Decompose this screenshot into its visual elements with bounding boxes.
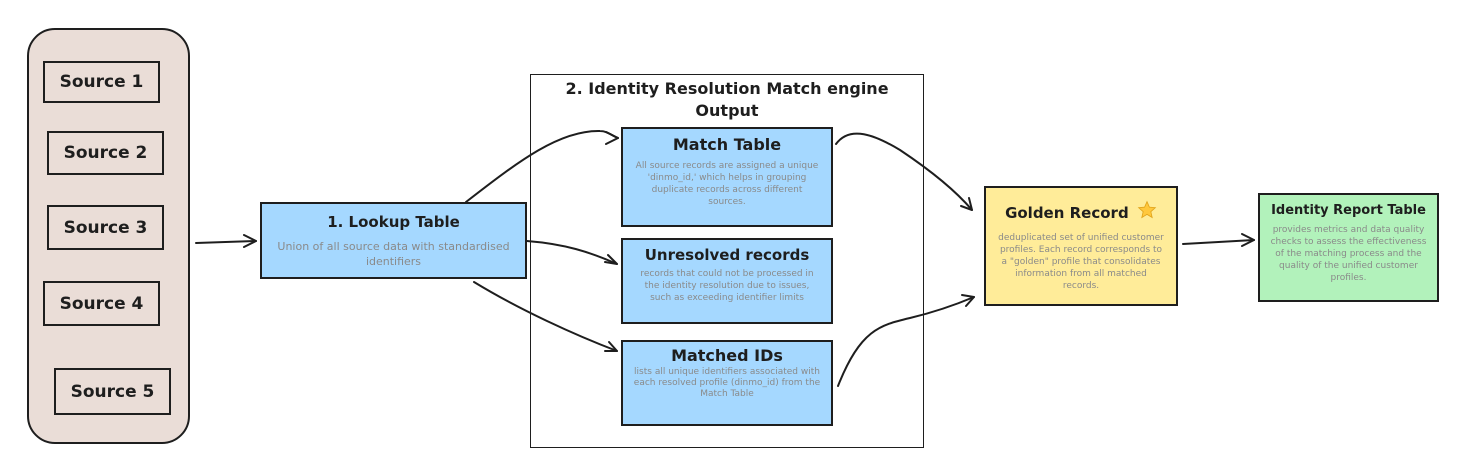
golden-record-heading: Golden Record <box>996 200 1166 224</box>
star-icon <box>1137 200 1157 224</box>
source-label-1: Source 1 <box>59 72 144 92</box>
golden-record-title: Golden Record <box>1005 204 1129 222</box>
match-engine-title: 2. Identity Resolution Match engine Outp… <box>565 79 889 120</box>
source-label-5: Source 5 <box>70 381 155 402</box>
lookup-table-node[interactable]: 1. Lookup Table Union of all source data… <box>260 202 527 279</box>
unresolved-records-node[interactable]: Unresolved records records that could no… <box>621 238 833 324</box>
arrow-golden-to-report <box>1182 239 1255 245</box>
identity-report-description: provides metrics and data quality checks… <box>1270 225 1427 283</box>
arrow-matched-ids-to-golden <box>837 296 975 387</box>
identity-report-node[interactable]: Identity Report Table provides metrics a… <box>1258 193 1439 302</box>
source-box-2[interactable]: Source 2 <box>47 131 164 175</box>
unresolved-records-description: records that could not be processed in t… <box>640 269 814 303</box>
source-box-1[interactable]: Source 1 <box>43 61 160 103</box>
golden-record-node[interactable]: Golden Record deduplicated set of unifie… <box>984 186 1178 306</box>
arrow-lookup-to-matched-ids <box>473 281 618 352</box>
source-label-4: Source 4 <box>59 293 144 314</box>
golden-record-description: deduplicated set of unified customer pro… <box>998 233 1164 291</box>
lookup-table-title: 1. Lookup Table <box>327 213 460 231</box>
lookup-table-description: Union of all source data with standardis… <box>277 240 510 268</box>
matched-ids-title: Matched IDs <box>671 346 783 365</box>
arrow-sources-to-lookup <box>195 240 257 244</box>
arrow-lookup-to-match-table <box>465 129 619 203</box>
source-label-3: Source 3 <box>63 217 148 238</box>
source-label-2: Source 2 <box>63 143 148 163</box>
arrow-lookup-to-unresolved <box>526 240 618 265</box>
source-box-3[interactable]: Source 3 <box>47 205 164 250</box>
identity-report-title: Identity Report Table <box>1271 203 1426 218</box>
arrow-match-table-to-golden <box>835 132 973 211</box>
unresolved-records-title: Unresolved records <box>644 246 810 264</box>
matched-ids-description: lists all unique identifiers associated … <box>633 367 821 399</box>
match-table-description: All source records are assigned a unique… <box>635 161 819 207</box>
source-box-5[interactable]: Source 5 <box>54 368 171 415</box>
matched-ids-node[interactable]: Matched IDs lists all unique identifiers… <box>621 340 833 426</box>
match-table-title: Match Table <box>672 135 782 154</box>
source-box-4[interactable]: Source 4 <box>43 281 160 326</box>
match-table-node[interactable]: Match Table All source records are assig… <box>621 127 833 227</box>
